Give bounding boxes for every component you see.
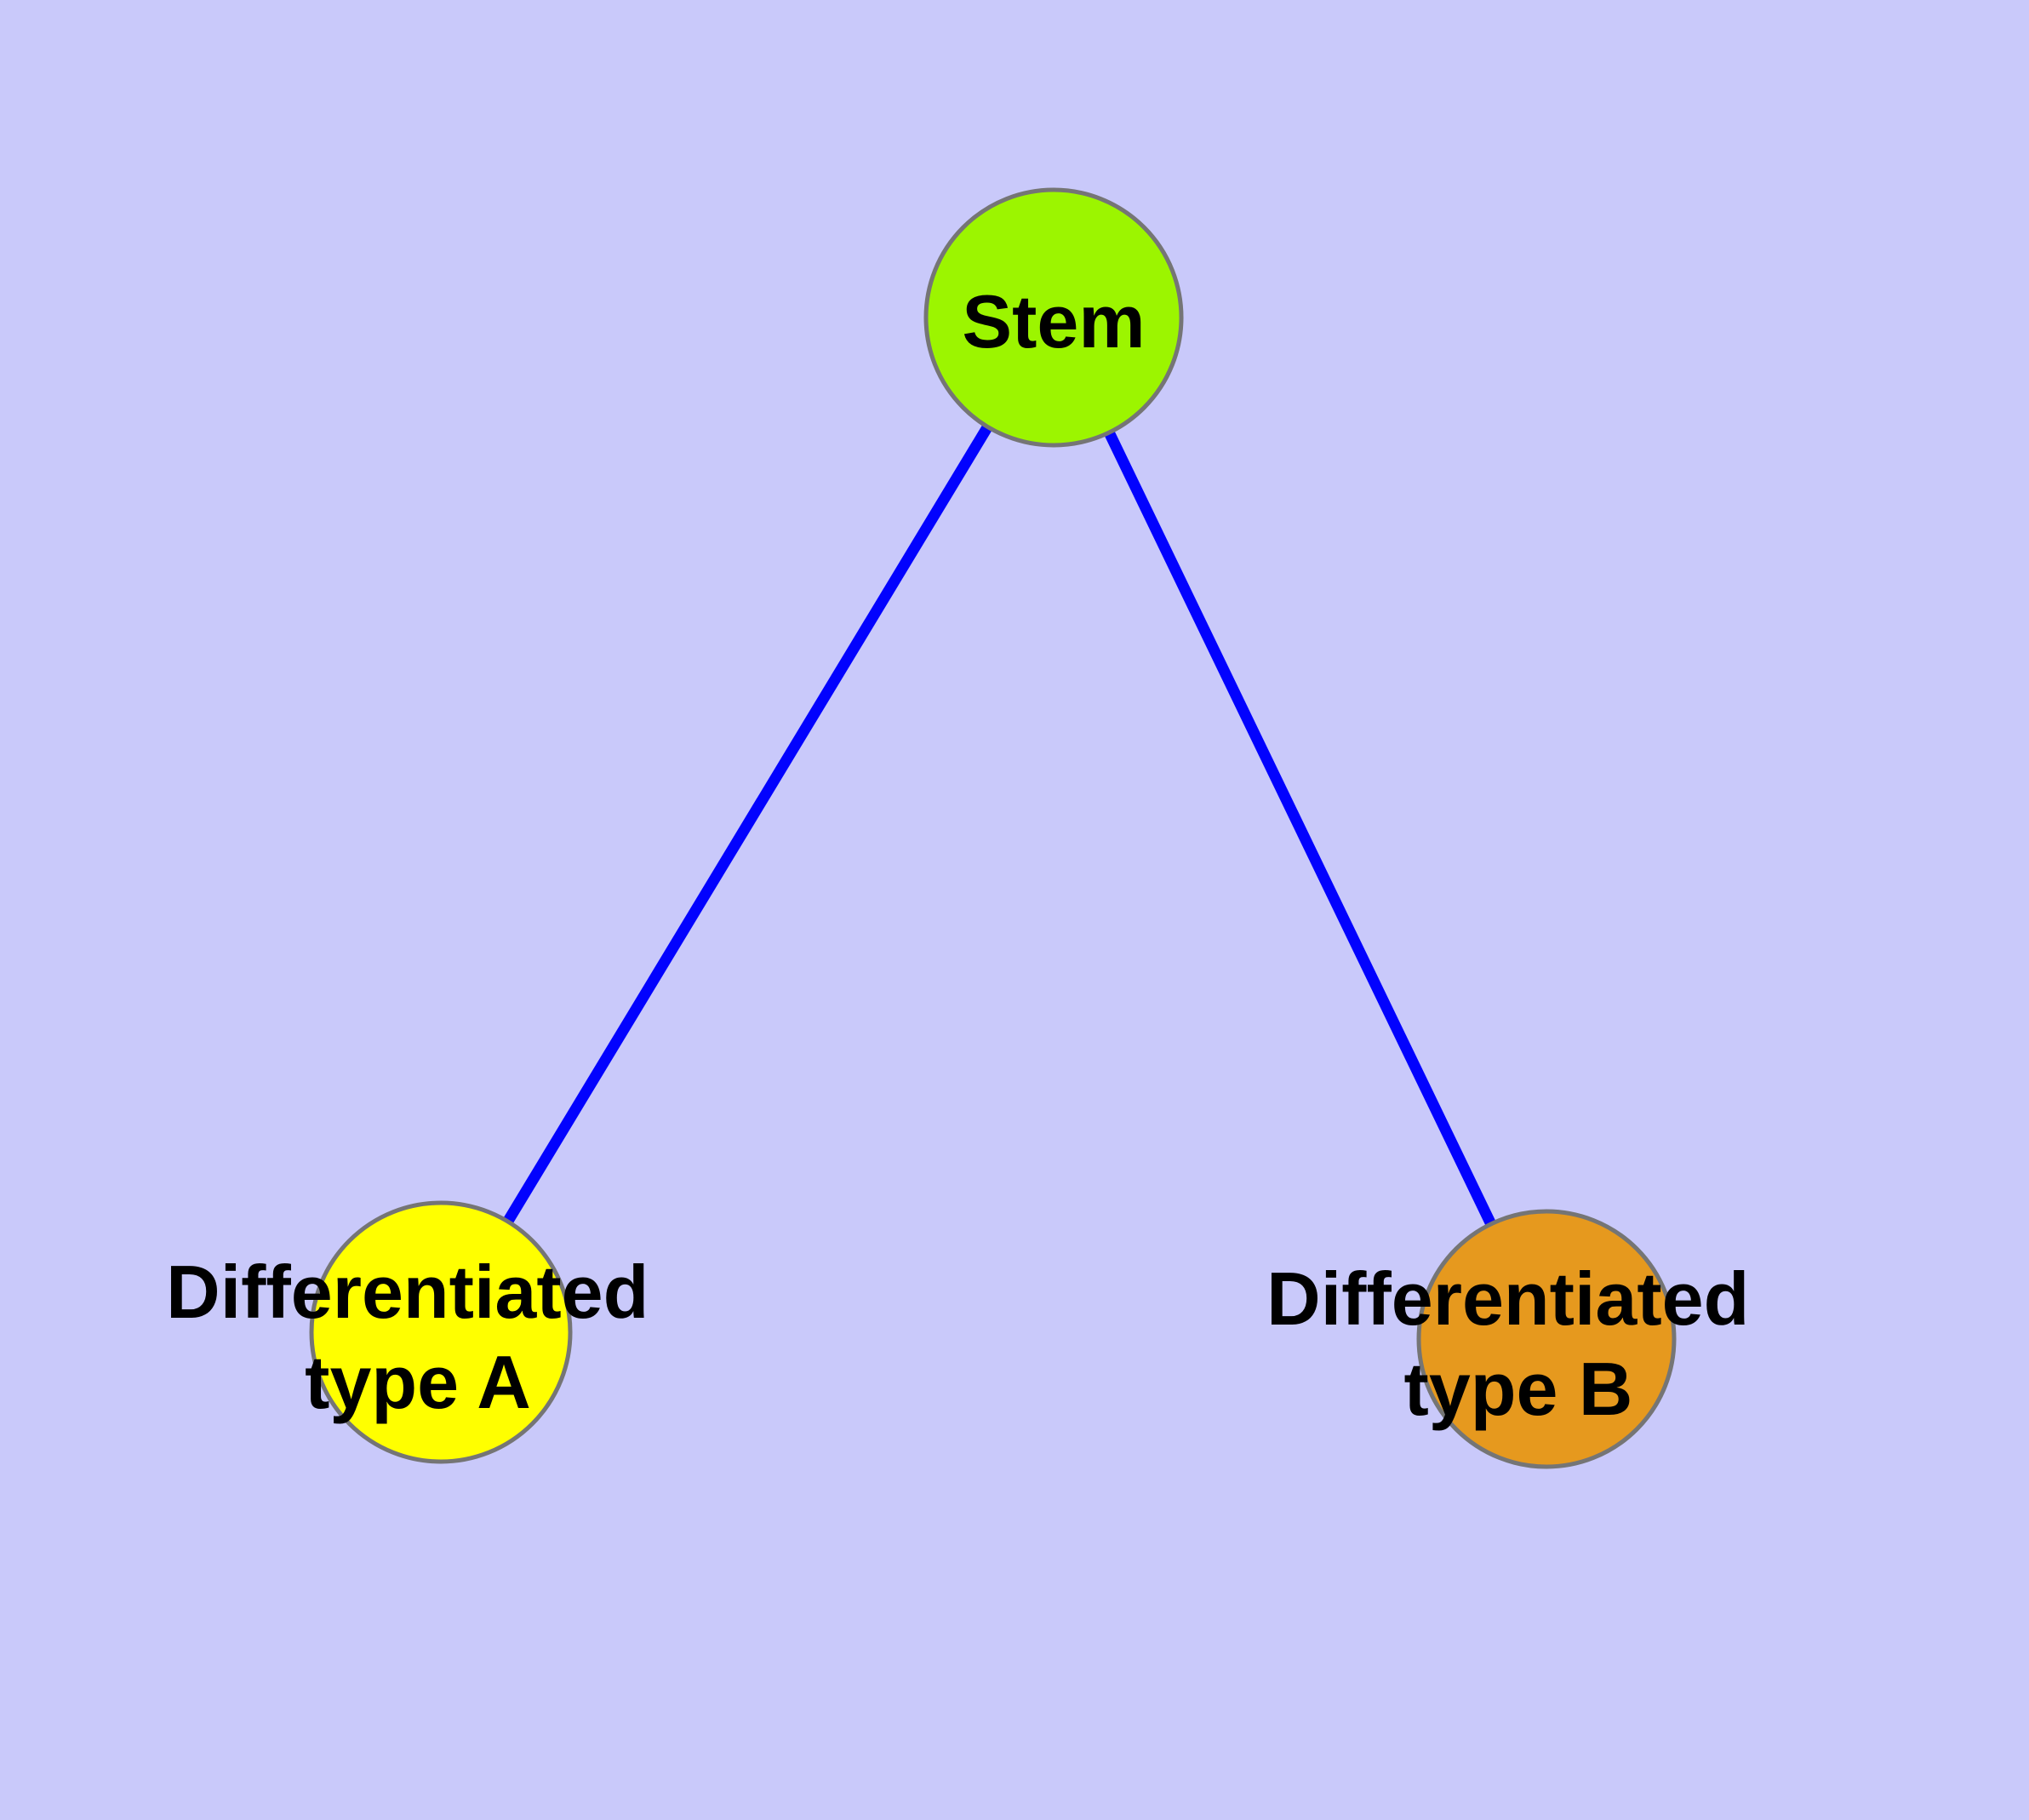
type-a-label-line2: type A [305,1340,531,1424]
node-stem: Stem [923,187,1184,448]
node-differentiated-type-b: Differentiated type B [1266,1209,1770,1469]
edge-stem-to-type-b [1049,315,1552,1342]
stem-node-label: Stem [962,279,1145,363]
edge-layer [436,314,1552,1342]
type-a-node-label: Differentiated type A [166,1250,670,1424]
type-b-label-line1: Differentiated [1266,1256,1749,1341]
type-b-node-circle [1416,1209,1677,1469]
type-a-label-line1: Differentiated [166,1250,649,1334]
type-a-node-circle [309,1200,573,1464]
type-b-node-label: Differentiated type B [1266,1256,1770,1431]
edge-stem-to-type-a [436,314,1059,1336]
node-differentiated-type-a: Differentiated type A [166,1200,670,1464]
stem-node-circle [923,187,1184,448]
type-b-label-line2: type B [1404,1347,1633,1431]
